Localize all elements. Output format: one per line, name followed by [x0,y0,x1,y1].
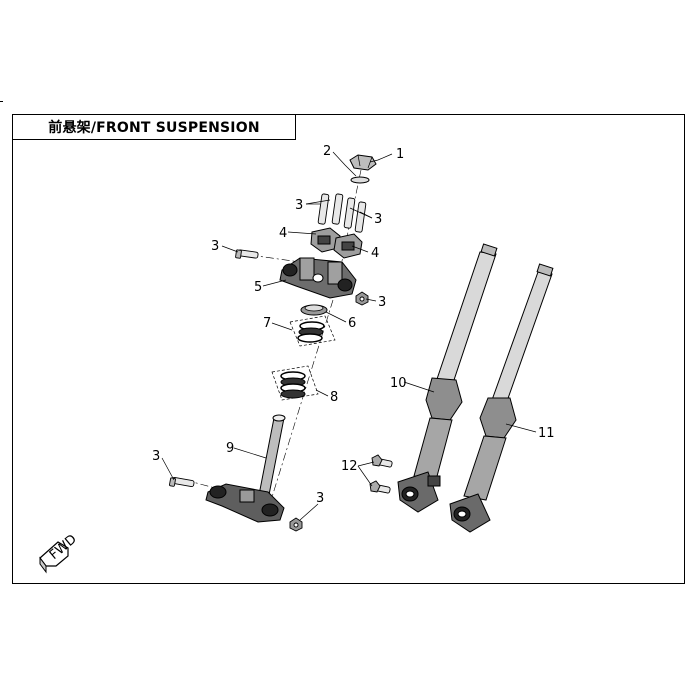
callout-8: 8 [330,390,338,405]
lower-triple-clamp [205,483,285,523]
callout-3-lower-nut: 3 [316,491,324,506]
diagram-frame [12,114,685,584]
top-clamp-bolts [317,193,367,233]
callout-9: 9 [226,441,234,456]
corner-mark [0,101,3,102]
diagram-title: 前悬架/FRONT SUSPENSION [12,114,296,140]
callout-3-lower-bolt: 3 [152,449,160,464]
upper-triple-clamp [279,257,357,299]
callout-3-nut: 3 [378,295,386,310]
caliper-bolts [369,454,393,494]
callout-2: 2 [323,144,331,159]
handlebar-clamps [310,227,363,259]
washer [350,176,370,184]
callout-11: 11 [538,426,555,441]
callout-3-top-right: 3 [374,212,382,227]
lower-bearing-set [271,365,319,401]
upper-bearing-set [289,315,336,347]
pinch-nut-upper [355,291,369,306]
callout-10: 10 [390,376,407,391]
callout-12: 12 [341,459,358,474]
callout-3-top-left: 3 [295,198,303,213]
callout-4-right: 4 [371,246,379,261]
steering-nut [349,154,377,171]
pinch-bolt-upper [235,249,259,259]
forward-direction-icon: FWD [39,532,80,574]
callout-labels: 1 2 3 3 3 3 4 4 5 3 6 7 8 9 3 3 10 11 12 [152,144,555,506]
steering-stem [257,414,286,501]
callout-7: 7 [263,316,271,331]
pinch-nut-lower [289,517,303,532]
pinch-bolt-lower [169,477,195,487]
fork-leg-right [449,263,554,533]
callout-4-left: 4 [279,226,287,241]
dust-seal [300,304,328,316]
fork-leg-left [397,243,498,513]
callout-5: 5 [254,280,262,295]
callout-1: 1 [396,147,404,162]
leader-lines [161,151,537,521]
callout-3-side-bolt: 3 [211,239,219,254]
callout-6: 6 [348,316,356,331]
